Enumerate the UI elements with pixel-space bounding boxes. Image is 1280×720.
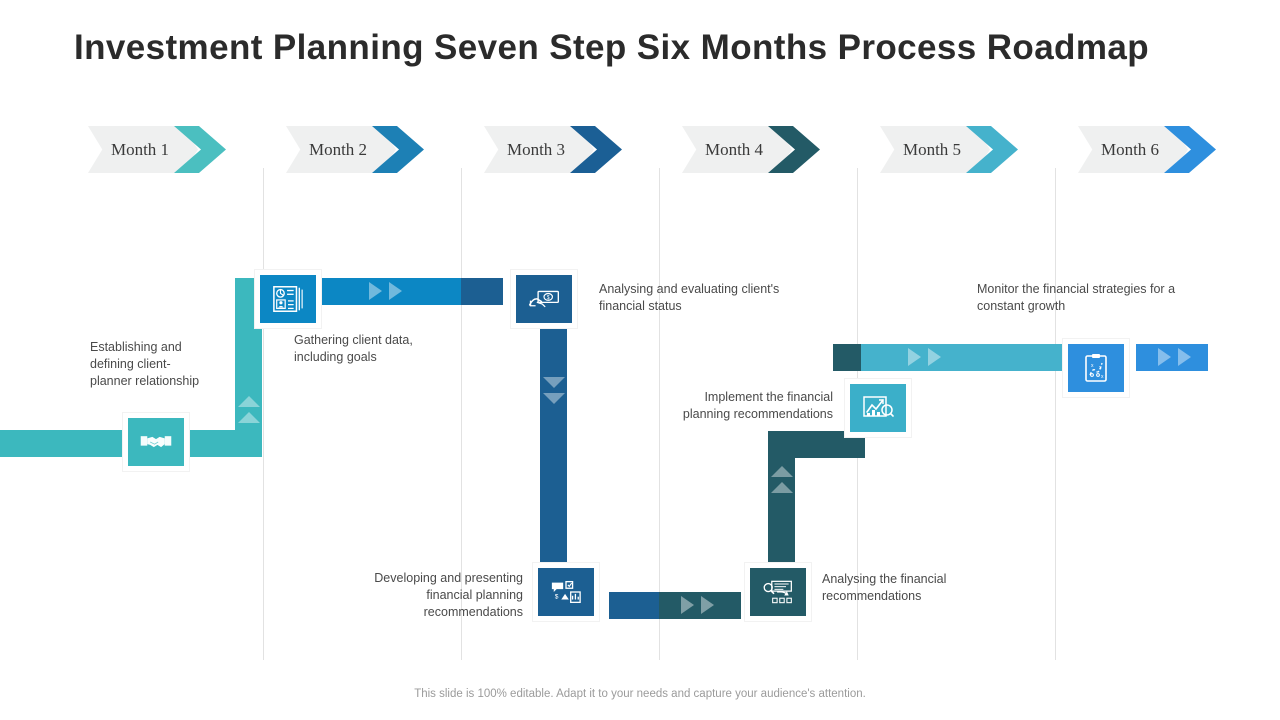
connector-riser-month3: [540, 326, 567, 588]
step-2-caption: Gathering client data, including goals: [294, 333, 413, 364]
step-6-icon-tile[interactable]: [845, 379, 911, 437]
month-header-5[interactable]: Month 5: [880, 126, 1027, 173]
handshake-icon: [128, 418, 184, 466]
step-4-caption: Developing and presenting financial plan…: [374, 571, 523, 619]
step-3-icon-tile[interactable]: $: [511, 270, 577, 328]
connector-bar-month3-bottom-end: [659, 592, 741, 619]
riser-arrow-up-1b: [238, 412, 260, 423]
riser-arrow-up-1a: [238, 396, 260, 407]
month-header-label: Month 3: [506, 140, 566, 159]
month-header-4[interactable]: Month 4: [682, 126, 829, 173]
month-header-6[interactable]: Month 6: [1078, 126, 1225, 173]
guide-line-3: [659, 168, 660, 660]
step-4-icon-tile[interactable]: $: [533, 563, 599, 621]
step-2-icon-tile[interactable]: [255, 270, 321, 328]
month-header-body: [88, 126, 198, 173]
step-5-caption: Analysing the financial recommendations: [822, 572, 947, 603]
riser-arrow-down-3b: [543, 393, 565, 404]
financial-analysis-icon: [750, 568, 806, 616]
bar-arrow-right-3a: [681, 596, 694, 614]
svg-text:$: $: [547, 295, 550, 301]
month-header-label: Month 5: [902, 140, 962, 159]
clipboard-strategy-icon: x x x: [1068, 344, 1124, 392]
bar-arrow-right-3b: [701, 596, 714, 614]
step-7-caption: Monitor the financial strategies for a c…: [977, 282, 1176, 313]
svg-text:x: x: [1099, 365, 1102, 371]
month-header-body: [286, 126, 396, 173]
step-1-caption: Establishing and defining client-planner…: [90, 340, 200, 388]
month-header-label: Month 4: [704, 140, 764, 159]
riser-arrow-up-4b: [771, 482, 793, 493]
guide-line-1: [263, 168, 264, 660]
connector-bar-month2-end: [461, 278, 503, 305]
month-header-body: [682, 126, 792, 173]
bar-arrow-right-5a: [908, 348, 921, 366]
step-7-icon-tile[interactable]: x x x: [1063, 339, 1129, 397]
month-header-label: Month 2: [308, 140, 368, 159]
footer-note: This slide is 100% editable. Adapt it to…: [414, 688, 866, 700]
month-header-body: [484, 126, 594, 173]
presentation-chart-icon: $: [538, 568, 594, 616]
riser-arrow-up-4a: [771, 466, 793, 477]
step-1-icon-tile[interactable]: [123, 413, 189, 471]
month-header-body: [880, 126, 990, 173]
month-header-2[interactable]: Month 2: [286, 126, 433, 173]
month-header-3[interactable]: Month 3: [484, 126, 631, 173]
connector-bar-month6: [1136, 344, 1208, 371]
month-header-label: Month 6: [1100, 140, 1160, 159]
connector-bar-month5: [833, 344, 1063, 371]
svg-text:$: $: [555, 594, 559, 601]
step-6-caption: Implement the financial planning recomme…: [682, 390, 833, 421]
svg-text:x: x: [1091, 363, 1094, 369]
growth-chart-icon: [850, 384, 906, 432]
client-data-document-icon: [260, 275, 316, 323]
riser-arrow-down-3a: [543, 377, 565, 388]
month-header-body: [1078, 126, 1188, 173]
bar-arrow-right-6b: [1178, 348, 1191, 366]
guide-line-5: [1055, 168, 1056, 660]
page-title: Investment Planning Seven Step Six Month…: [74, 28, 1150, 67]
bar-arrow-right-6a: [1158, 348, 1171, 366]
month-header-1[interactable]: Month 1: [88, 126, 235, 173]
step-5-icon-tile[interactable]: [745, 563, 811, 621]
cash-money-icon: $: [516, 275, 572, 323]
connector-bar-month5-start: [833, 344, 861, 371]
step-3-caption: Analysing and evaluating client's financ…: [599, 282, 780, 313]
bar-arrow-right-2b: [389, 282, 402, 300]
bar-arrow-right-5b: [928, 348, 941, 366]
guide-line-2: [461, 168, 462, 660]
month-header-label: Month 1: [110, 140, 170, 159]
svg-text:x: x: [1101, 374, 1104, 380]
bar-arrow-right-2a: [369, 282, 382, 300]
